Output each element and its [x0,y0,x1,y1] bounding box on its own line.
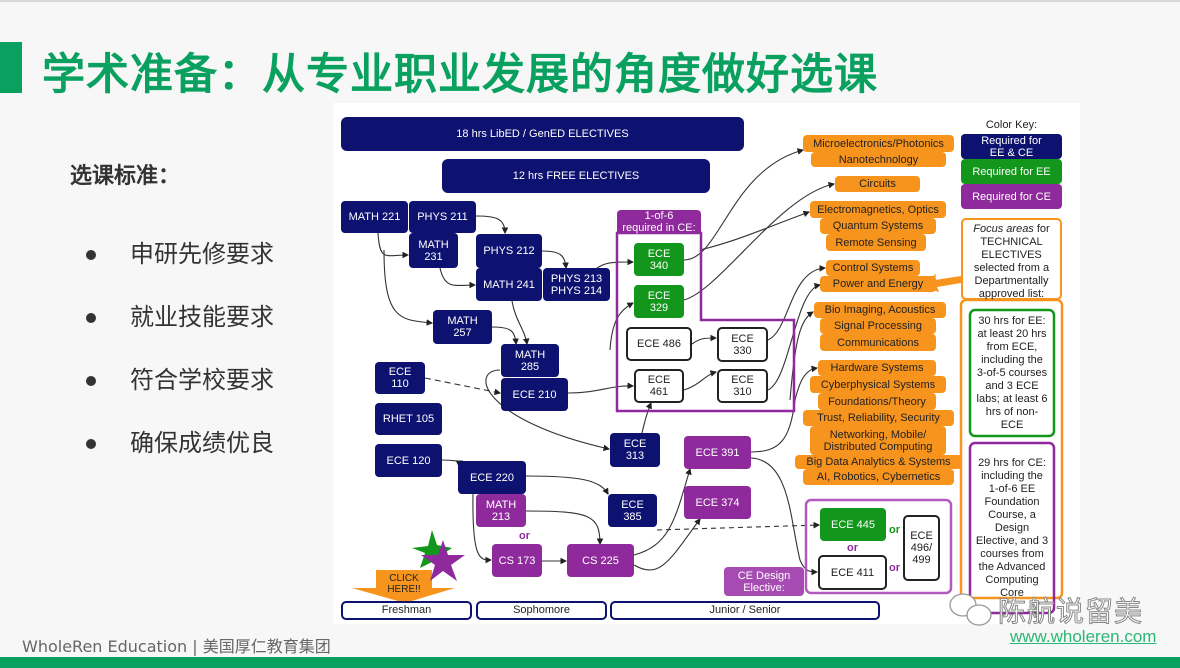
focus-area: Signal Processing [820,318,936,334]
free-electives-block: 12 hrs FREE ELECTIVES [442,159,710,193]
website-link[interactable]: www.wholeren.com [1010,627,1157,646]
course-ece461[interactable]: ECE 461 [634,369,684,403]
bullet-text: 符合学校要求 [130,366,274,394]
bullet-dot-icon [86,376,96,386]
gened-electives-block: 18 hrs LibED / GenED ELECTIVES [341,117,744,151]
course-phys213-214[interactable]: PHYS 213 PHYS 214 [543,268,610,301]
bottom-bar [0,657,1180,668]
ce-hours-outline [968,441,1056,615]
footer-text: WholeRen Education | 美国厚仁教育集团 [22,637,331,656]
bullet-item: 确保成绩优良 [86,423,274,458]
or-label: or [889,524,900,536]
focus-area: Quantum Systems [820,218,936,234]
course-ece329[interactable]: ECE 329 [634,285,684,318]
course-ece220[interactable]: ECE 220 [458,461,526,494]
top-border [0,0,1180,2]
design-elective-outline [804,498,953,595]
course-math213[interactable]: MATH 213 [476,494,526,527]
focus-note-italic: Focus areas [973,223,1034,235]
key-required-ee: Required for EE [961,159,1062,184]
ce-design-elective-label: CE Design Elective: [724,567,804,596]
focus-area: Nanotechnology [811,152,946,167]
course-ece374[interactable]: ECE 374 [684,486,751,519]
bullet-item: 就业技能要求 [86,297,274,332]
purple-star-icon [421,540,465,581]
focus-area: AI, Robotics, Cybernetics [803,469,954,485]
focus-area: Bio Imaging, Acoustics [814,302,946,318]
year-sophomore: Sophomore [476,601,607,620]
course-cs225[interactable]: CS 225 [567,544,634,577]
course-math257[interactable]: MATH 257 [433,310,492,344]
bullet-text: 申研先修要求 [130,240,274,268]
ce-required-outline [615,231,796,413]
course-math231[interactable]: MATH 231 [409,233,458,268]
focus-area: Power and Energy [820,276,936,292]
ee-hours-note: 30 hrs for EE: at least 20 hrs from ECE,… [976,314,1048,431]
course-ece391[interactable]: ECE 391 [684,436,751,469]
ee-hours-outline [968,308,1056,438]
course-math221[interactable]: MATH 221 [341,201,408,233]
focus-area: Circuits [835,176,920,192]
title-accent-bar [0,42,22,93]
focus-area: Microelectronics/Photonics [803,135,954,152]
click-here-link[interactable]: CLICK HERE!! [387,573,421,595]
key-required-ee-ce: Required for EE & CE [961,134,1062,159]
focus-area: Communications [820,334,936,351]
course-math241[interactable]: MATH 241 [476,268,542,301]
course-phys212[interactable]: PHYS 212 [476,234,542,268]
one-of-six-label: 1-of-6 required in CE: [617,210,701,234]
or-label: or [889,562,900,574]
bullet-text: 就业技能要求 [130,303,274,331]
focus-area: Big Data Analytics & Systems [795,455,962,469]
technical-electives-outline [959,298,1064,600]
course-rhet105[interactable]: RHET 105 [375,403,442,435]
focus-area: Control Systems [826,260,920,276]
year-junior-senior: Junior / Senior [610,601,880,620]
focus-areas-note: Focus areas for TECHNICAL ELECTIVES sele… [961,218,1062,300]
bullet-dot-icon [86,313,96,323]
color-key-label: Color Key: [985,119,1038,131]
key-required-ce: Required for CE [961,184,1062,209]
course-ece411[interactable]: ECE 411 [818,555,887,590]
focus-area: Electromagnetics, Optics [810,201,946,218]
bullet-dot-icon [86,439,96,449]
or-label: or [847,542,858,554]
bullet-item: 符合学校要求 [86,360,274,395]
green-star-icon [412,530,452,571]
focus-area: Trust, Reliability, Security [803,410,954,426]
bullet-item: 申研先修要求 [86,234,274,269]
focus-area: Foundations/Theory [818,393,936,410]
bullet-dot-icon [86,250,96,260]
wechat-icon [949,593,992,626]
year-freshman: Freshman [341,601,472,620]
course-ece330[interactable]: ECE 330 [717,327,768,362]
course-cs173[interactable]: CS 173 [492,544,542,577]
focus-area: Hardware Systems [818,360,936,376]
focus-area: Remote Sensing [826,234,926,251]
page-title: 学术准备：从专业职业发展的角度做好选课 [42,50,878,100]
course-ece496-499[interactable]: ECE 496/ 499 [903,515,940,581]
ce-hours-note: 29 hrs for CE: including the 1-of-6 EE F… [975,456,1049,599]
criteria-heading: 选课标准： [70,164,181,189]
bullet-text: 确保成绩优良 [130,429,274,457]
course-ece486[interactable]: ECE 486 [626,327,692,361]
focus-note-text: for TECHNICAL ELECTIVES selected from a … [973,223,1050,300]
focus-area: Cyberphysical Systems [810,376,946,393]
click-here-arrow-icon [352,570,455,603]
course-ece120[interactable]: ECE 120 [375,444,442,477]
course-ece313[interactable]: ECE 313 [610,433,660,467]
course-ece385[interactable]: ECE 385 [608,494,657,527]
or-label: or [519,530,530,542]
course-math285[interactable]: MATH 285 [501,344,559,377]
focus-area: Networking, Mobile/ Distributed Computin… [810,426,946,455]
course-ece210[interactable]: ECE 210 [501,378,568,411]
course-ece110[interactable]: ECE 110 [375,362,425,394]
course-phys211[interactable]: PHYS 211 [409,201,476,233]
watermark-text: 陈航说留美 [997,595,1144,629]
course-ece445[interactable]: ECE 445 [820,508,886,541]
course-ece310[interactable]: ECE 310 [717,369,768,403]
course-ece340[interactable]: ECE 340 [634,243,684,276]
